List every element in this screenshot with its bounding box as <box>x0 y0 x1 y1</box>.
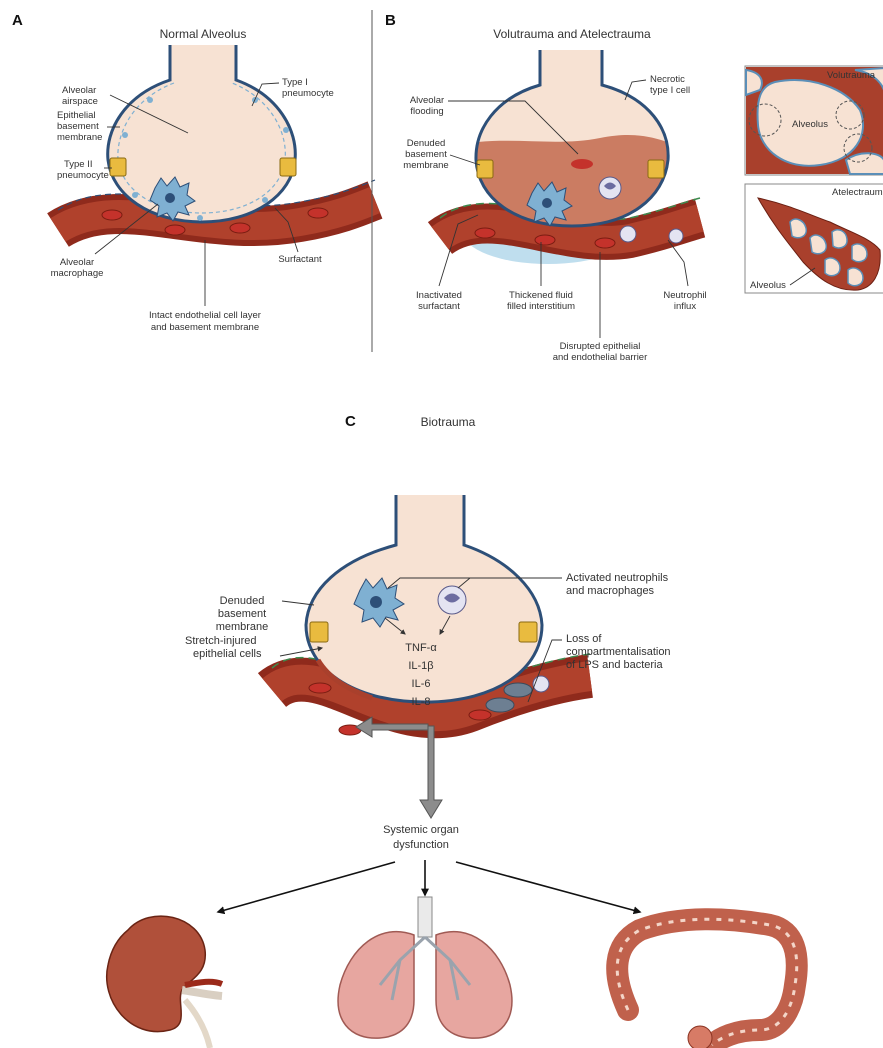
inset-atelectrauma-label: Alveolus <box>750 280 786 291</box>
panel-c: C Biotrauma TNF-α <box>107 413 797 1048</box>
panel-b-letter: B <box>385 12 396 29</box>
cytokine-il1b: IL-1β <box>408 660 433 672</box>
alveolus-injured <box>476 50 668 226</box>
panel-a-title: Normal Alveolus <box>160 27 247 41</box>
type2-pneumocyte <box>110 158 126 176</box>
inset-volutrauma-title: Volutrauma <box>827 70 876 81</box>
arrow-to-intestine <box>456 862 640 912</box>
red-blood-cell <box>165 225 185 235</box>
svg-text:Surfactant: Surfactant <box>278 254 322 265</box>
panel-b-title: Volutrauma and Atelectrauma <box>493 27 651 41</box>
cytokine-il8: IL-8 <box>412 696 431 708</box>
inset-volutrauma-label: Alveolus <box>792 119 828 130</box>
alveolus-normal <box>108 45 296 222</box>
inset-volutrauma: Volutrauma Alveolus <box>745 66 883 175</box>
inset-atelectrauma-title: Atelectrauma <box>832 187 883 198</box>
cytokine-tnf: TNF-α <box>405 642 437 654</box>
inset-atelectrauma: Atelectrauma Alveolus <box>745 184 883 293</box>
lungs-icon <box>338 897 512 1038</box>
panel-c-title: Biotrauma <box>421 415 476 429</box>
panel-b: B Volutrauma and Atelectrauma <box>385 12 883 363</box>
type2-pneumocyte <box>477 160 493 178</box>
panel-a-letter: A <box>12 12 23 29</box>
type2-pneumocyte <box>310 622 328 642</box>
type2-pneumocyte <box>648 160 664 178</box>
neutrophil <box>669 229 683 243</box>
kidney-icon <box>107 916 222 1048</box>
neutrophil <box>620 226 636 242</box>
cytokine-il6: IL-6 <box>412 678 431 690</box>
intestine-icon <box>617 919 797 1048</box>
red-blood-cell <box>308 208 328 218</box>
panel-c-letter: C <box>345 413 356 430</box>
type2-pneumocyte <box>519 622 537 642</box>
red-blood-cell <box>102 210 122 220</box>
red-blood-cell <box>230 223 250 233</box>
arrow-to-kidney <box>218 862 395 912</box>
type2-pneumocyte <box>280 158 296 176</box>
